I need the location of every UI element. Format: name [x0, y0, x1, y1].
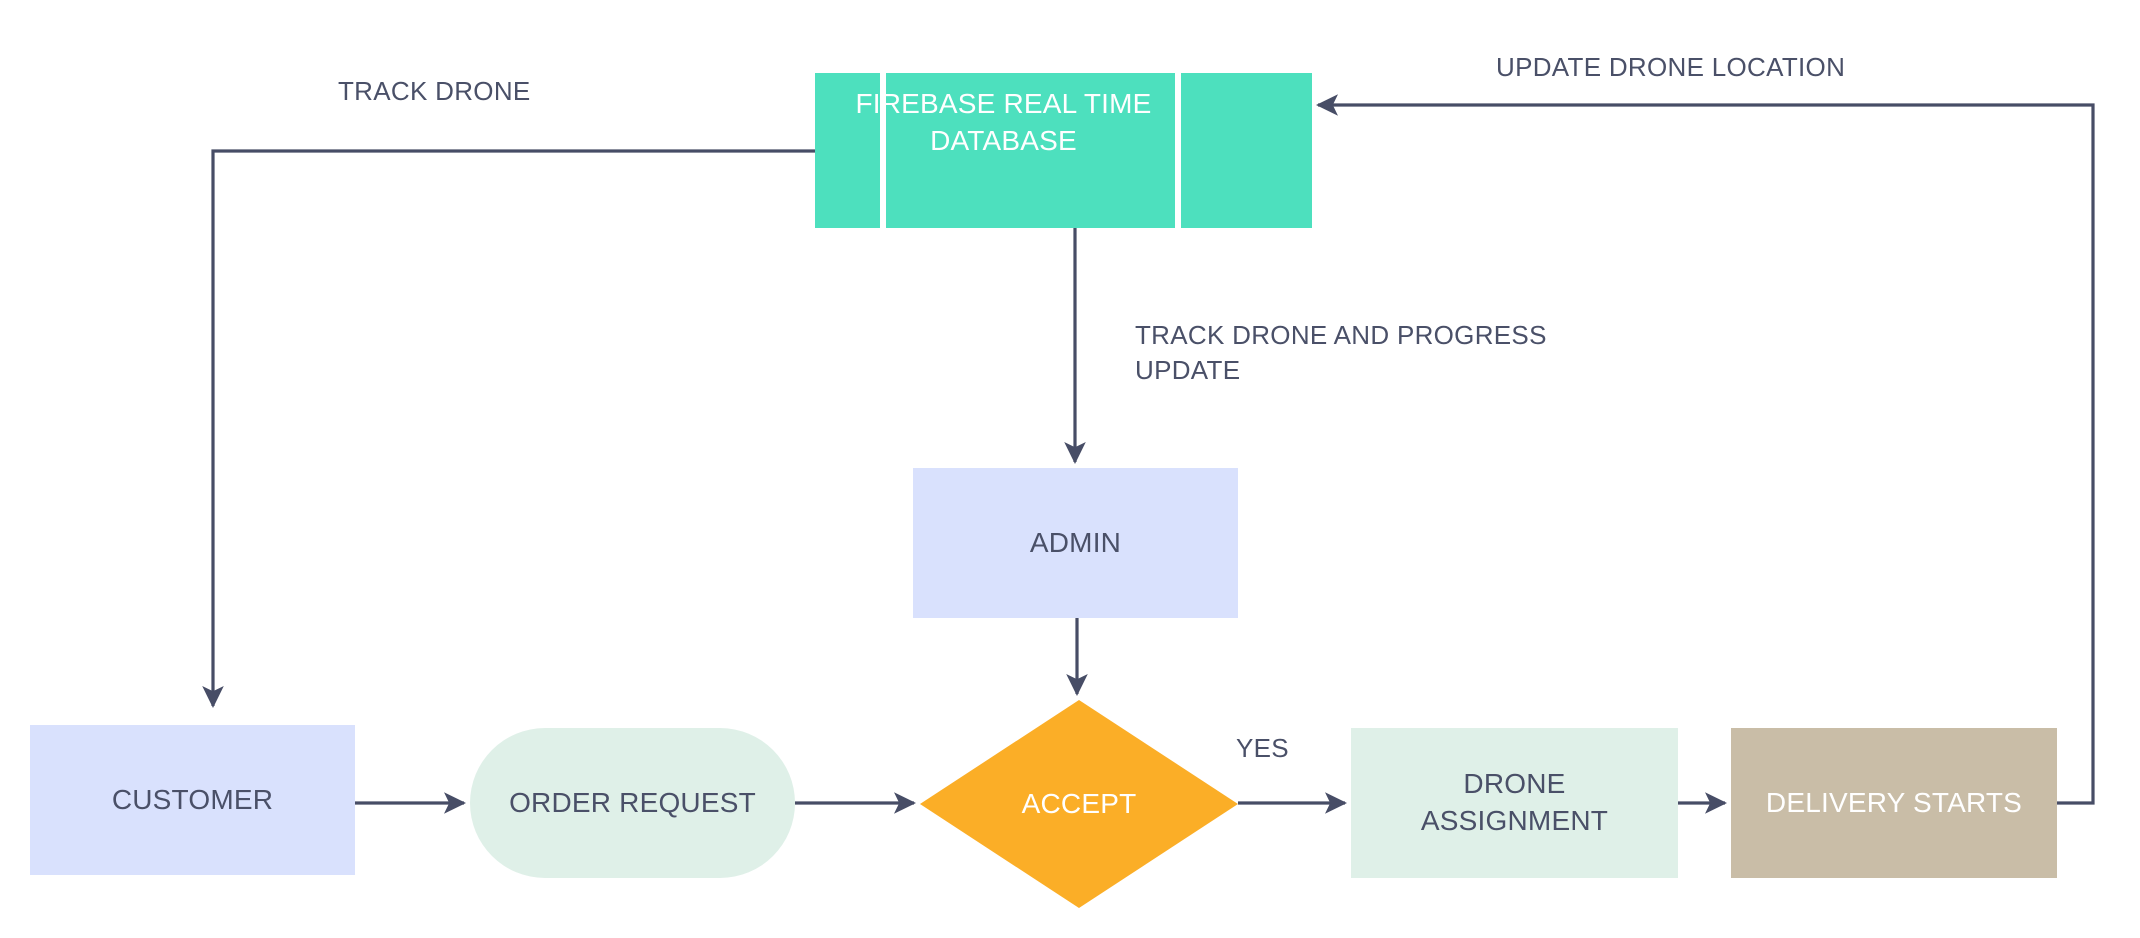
edge-delivery-starts-to-firebase — [1316, 94, 2095, 805]
node-label-order-request: ORDER REQUEST — [509, 786, 756, 818]
stored-data-band-right — [1181, 73, 1312, 228]
node-label-drone-assignment: DRONE ASSIGNMENT — [1420, 768, 1609, 836]
node-firebase-real-time-database[interactable]: FIREBASE REAL TIME DATABASE — [815, 73, 1312, 228]
edge-firebase-to-customer — [202, 149, 815, 708]
node-label-customer: CUSTOMER — [111, 783, 274, 815]
stored-data-band-left — [815, 73, 880, 228]
node-delivery-starts[interactable]: DELIVERY STARTS — [1731, 728, 2057, 878]
node-drone-assignment[interactable]: DRONE ASSIGNMENT — [1351, 728, 1678, 878]
node-label-admin: ADMIN — [1029, 526, 1122, 558]
stored-data-band-middle — [886, 73, 1175, 228]
edge-label-yes: YES — [1236, 733, 1289, 763]
node-accept-decision[interactable]: ACCEPT — [920, 700, 1238, 908]
edge-label-update-drone-location: UPDATE DRONE LOCATION — [1496, 52, 1846, 82]
node-admin[interactable]: ADMIN — [913, 468, 1238, 618]
edge-label-track-drone-and-progress-update: TRACK DRONE AND PROGRESS UPDATE — [1135, 320, 1547, 385]
node-label-firebase: FIREBASE REAL TIME DATABASE — [855, 87, 1152, 156]
node-customer[interactable]: CUSTOMER — [30, 725, 355, 875]
edge-label-track-drone: TRACK DRONE — [338, 76, 531, 106]
node-label-accept: ACCEPT — [1021, 787, 1137, 819]
node-label-delivery-starts: DELIVERY STARTS — [1765, 786, 2023, 818]
node-order-request[interactable]: ORDER REQUEST — [470, 728, 795, 878]
